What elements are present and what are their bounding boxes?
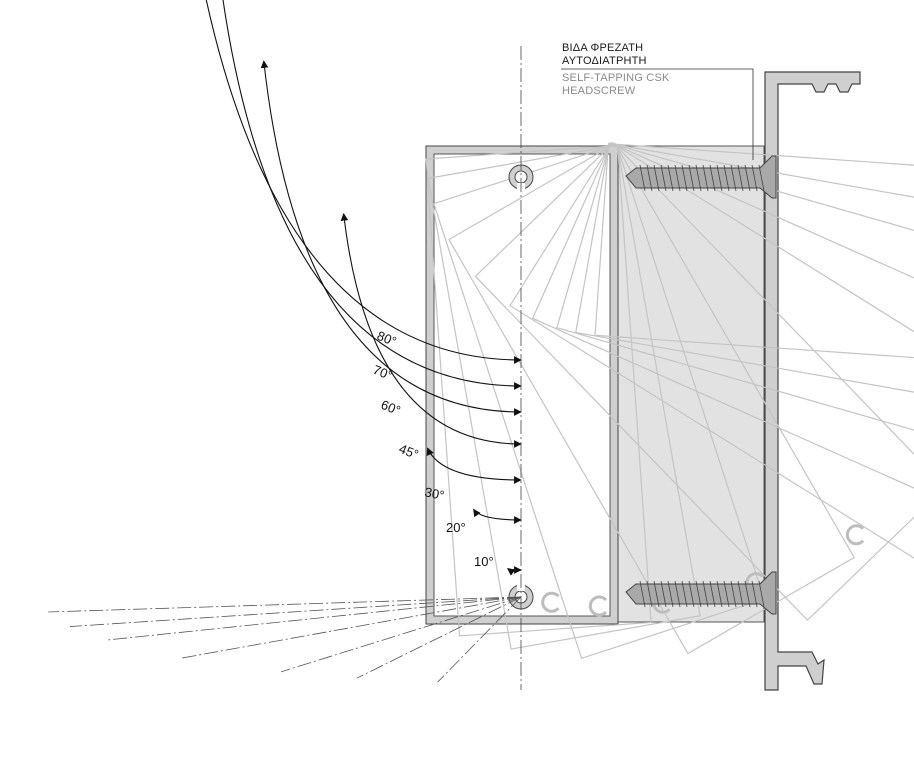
screw-thread <box>667 164 674 192</box>
callout-leader <box>561 68 754 160</box>
screw-top <box>625 155 777 199</box>
radial-axes <box>48 596 522 683</box>
screw-thread <box>660 580 667 608</box>
screw-thread <box>674 580 681 608</box>
ghost-panel <box>509 141 914 559</box>
callout-greek-line1: ΒΙΔΑ ΦΡΕΖΑΤΗ <box>562 42 644 54</box>
ghost-panel <box>556 142 914 431</box>
angle-arc-80 <box>173 0 522 364</box>
radial-axis-80 <box>48 596 522 613</box>
wall-profile <box>764 71 861 691</box>
screw-thread <box>688 580 695 608</box>
ghost-pivot-mark <box>588 595 608 617</box>
angle-label-60: 60° <box>379 397 403 418</box>
screw-thread <box>716 580 723 608</box>
screw-thread <box>653 580 660 608</box>
angle-label-10: 10° <box>474 554 494 569</box>
screw-thread <box>730 164 737 192</box>
screw-thread <box>681 164 688 192</box>
ghost-pivot-mark <box>541 591 560 613</box>
screw-thread <box>646 164 653 192</box>
ghost-panel <box>594 143 914 359</box>
screw-thread <box>723 164 730 192</box>
screw-thread <box>702 164 709 192</box>
screw-thread <box>681 580 688 608</box>
screw-thread <box>653 164 660 192</box>
screw-thread <box>709 164 716 192</box>
screw-thread <box>688 164 695 192</box>
angle-label-30: 30° <box>423 484 445 503</box>
callout-english-line1: SELF-TAPPING CSK <box>562 72 670 84</box>
screw-thread <box>751 164 758 192</box>
angle-arc-10 <box>507 566 522 576</box>
radial-axis-45 <box>181 596 522 659</box>
screw-thread <box>737 580 744 608</box>
angle-arc-20 <box>473 508 522 524</box>
ghost-panel <box>531 142 914 489</box>
angle-arcs: 10° 20° 30° 45° 60° 70° 80° <box>173 0 522 576</box>
screw-thread <box>660 164 667 192</box>
screw-thread <box>702 580 709 608</box>
screw-thread <box>709 580 716 608</box>
screw-thread <box>737 164 744 192</box>
radial-axis-60 <box>105 596 522 641</box>
ghost-panel <box>474 142 914 622</box>
screw-thread <box>744 580 751 608</box>
screw-thread <box>639 164 646 192</box>
callout-english-line2: HEADSCREW <box>562 85 636 97</box>
ghost-panel <box>448 142 856 655</box>
screw-thread <box>723 580 730 608</box>
screw-thread <box>674 164 681 192</box>
ghost-panel <box>575 142 914 393</box>
ghost-pivot-mark <box>845 524 865 546</box>
screw-thread <box>758 164 765 192</box>
callout-greek-line2: ΑΥΤΟΔΙΑΤΡΗΤΗ <box>562 55 647 67</box>
screw-thread <box>758 580 765 608</box>
screw-thread <box>716 164 723 192</box>
closed-panel <box>425 145 619 625</box>
screw-thread <box>744 164 751 192</box>
screw-thread <box>646 580 653 608</box>
angle-label-80: 80° <box>375 328 399 349</box>
screw-thread <box>639 580 646 608</box>
screw-thread <box>751 580 758 608</box>
radial-axis-30 <box>280 596 522 673</box>
angle-label-20: 20° <box>446 520 466 535</box>
angle-label-70: 70° <box>371 362 395 383</box>
angle-arc-30 <box>426 447 522 484</box>
radial-axis-70 <box>69 596 522 627</box>
screw-thread <box>667 580 674 608</box>
screw-bottom <box>625 571 777 615</box>
radial-axis-20 <box>356 596 522 679</box>
radial-axis-10 <box>437 596 522 683</box>
frame-infill <box>611 145 765 623</box>
angle-label-45: 45° <box>397 441 421 462</box>
screw-thread <box>695 580 702 608</box>
screw-thread <box>695 164 702 192</box>
ghost-panel <box>427 144 701 650</box>
screw-thread <box>730 580 737 608</box>
